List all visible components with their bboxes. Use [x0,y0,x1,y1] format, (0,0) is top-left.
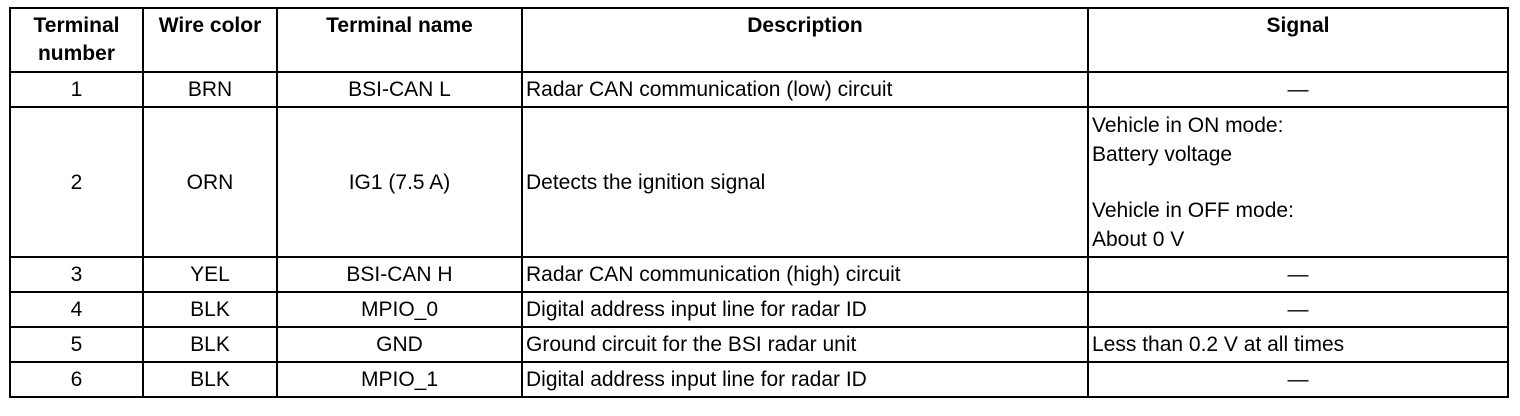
terminal-name-cell: MPIO_0 [276,291,523,328]
description-cell: Radar CAN communication (low) circuit [521,71,1089,108]
header-signal: Signal [1087,7,1509,73]
terminal-name-cell: IG1 (7.5 A) [276,106,523,258]
signal-cell: — [1087,256,1509,293]
wire-color-cell: BLK [142,326,278,363]
signal-line: Battery voltage [1092,142,1233,166]
terminal-number-cell: 5 [9,326,144,363]
description-cell: Digital address input line for radar ID [521,361,1089,398]
terminal-number-cell: 2 [9,106,144,258]
table-row: 6 BLK MPIO_1 Digital address input line … [9,361,1509,398]
wire-color-cell: BLK [142,361,278,398]
signal-line: About 0 V [1092,227,1185,251]
terminal-name-cell: BSI-CAN L [276,71,523,108]
header-terminal-name: Terminal name [276,7,523,73]
signal-spacer [1092,169,1504,196]
table-row: 1 BRN BSI-CAN L Radar CAN communication … [9,71,1509,108]
description-cell: Ground circuit for the BSI radar unit [521,326,1089,363]
terminal-number-cell: 6 [9,361,144,398]
table-row: 5 BLK GND Ground circuit for the BSI rad… [9,326,1509,363]
terminal-number-cell: 4 [9,291,144,328]
table-row: 3 YEL BSI-CAN H Radar CAN communication … [9,256,1509,293]
terminal-name-cell: MPIO_1 [276,361,523,398]
signal-multiline: Vehicle in ON mode: Battery voltage Vehi… [1092,111,1504,254]
signal-cell: Vehicle in ON mode: Battery voltage Vehi… [1087,106,1509,258]
signal-cell: — [1087,291,1509,328]
wire-color-cell: ORN [142,106,278,258]
terminal-name-cell: GND [276,326,523,363]
table-row: 4 BLK MPIO_0 Digital address input line … [9,291,1509,328]
signal-cell: Less than 0.2 V at all times [1087,326,1509,363]
header-wire-color: Wire color [142,7,278,73]
signal-line: Vehicle in ON mode: [1092,113,1284,137]
terminal-number-cell: 3 [9,256,144,293]
description-cell: Detects the ignition signal [521,106,1089,258]
header-description: Description [521,7,1089,73]
table-row: 2 ORN IG1 (7.5 A) Detects the ignition s… [9,106,1509,258]
wire-color-cell: YEL [142,256,278,293]
terminal-table-container: Terminal number Wire color Terminal name… [9,7,1509,398]
description-cell: Radar CAN communication (high) circuit [521,256,1089,293]
description-cell: Digital address input line for radar ID [521,291,1089,328]
table-header-row: Terminal number Wire color Terminal name… [9,7,1509,73]
header-terminal-number: Terminal number [9,7,144,73]
terminal-name-cell: BSI-CAN H [276,256,523,293]
signal-line: Vehicle in OFF mode: [1092,198,1294,222]
wire-color-cell: BLK [142,291,278,328]
wire-color-cell: BRN [142,71,278,108]
terminal-table: Terminal number Wire color Terminal name… [9,7,1509,398]
signal-cell: — [1087,71,1509,108]
signal-cell: — [1087,361,1509,398]
terminal-number-cell: 1 [9,71,144,108]
